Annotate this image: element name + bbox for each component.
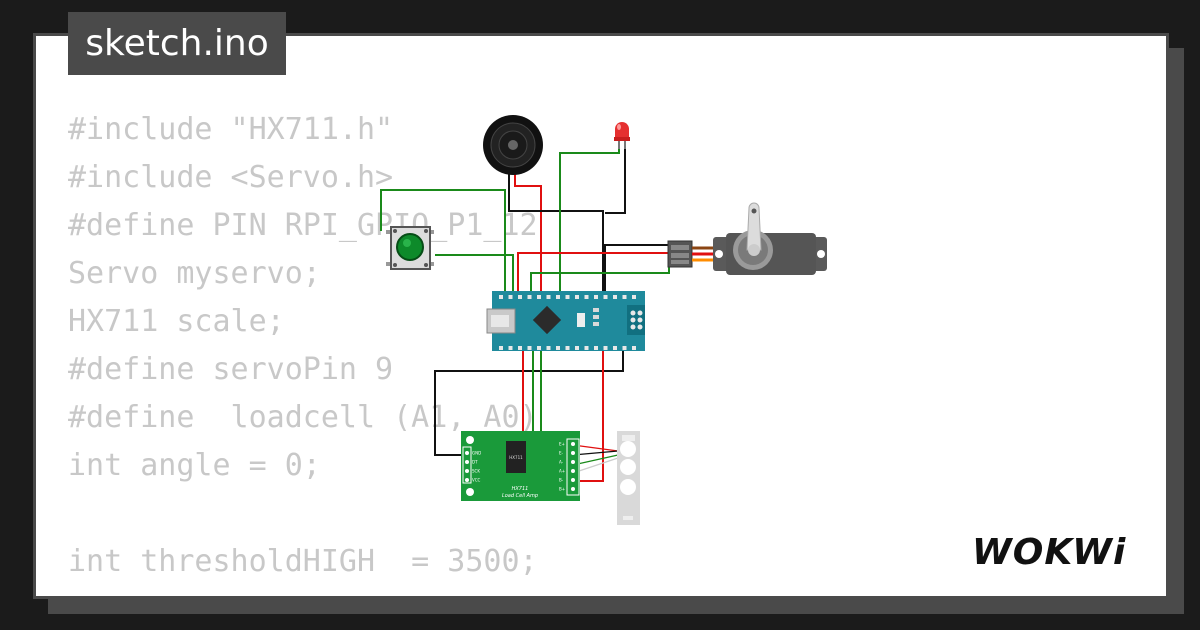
- buzzer-component: [483, 115, 543, 175]
- hx711-pin: [571, 487, 575, 491]
- hx711-pin: [571, 469, 575, 473]
- nano-pin: [584, 295, 589, 299]
- hx711-pin: [571, 451, 575, 455]
- code-line: int thresholdHIGH = 3500;: [68, 544, 538, 579]
- hx711-subtitle: Load Cell Amp: [502, 493, 538, 499]
- nano-pin: [603, 295, 608, 299]
- nano-pin: [508, 295, 513, 299]
- nano-pin: [499, 346, 503, 350]
- hx711-pin: [571, 460, 575, 464]
- nano-pin: [603, 346, 608, 350]
- wire-led-black: [605, 148, 626, 214]
- hx711-pin-label: A+: [559, 469, 565, 474]
- nano-pin: [518, 346, 522, 350]
- nano-pin: [508, 346, 513, 350]
- led-component: [614, 122, 630, 149]
- code-line: #define servoPin 9: [68, 352, 394, 387]
- nano-pin: [575, 346, 579, 350]
- wire-servo-black: [604, 244, 669, 295]
- nano-pin: [613, 346, 617, 350]
- hx711-pin-label: B-: [559, 478, 564, 483]
- hx711-chip-label: HX711: [509, 455, 523, 460]
- code-line: #include <Servo.h>: [68, 160, 394, 195]
- hx711-pin: [465, 451, 469, 455]
- nano-pin: [594, 346, 598, 350]
- nano-pin: [537, 346, 541, 350]
- nano-pin: [518, 295, 522, 299]
- hx711-pin: [571, 442, 575, 446]
- nano-pin: [632, 295, 636, 299]
- nano-pin: [556, 346, 560, 350]
- wire-hx-black: [434, 348, 624, 456]
- arduino-nano-component: [486, 291, 645, 351]
- nano-pin: [632, 346, 636, 350]
- preview-card: #include "HX711.h" #include <Servo.h> #def…: [33, 33, 1169, 599]
- wire-buzzer-red: [514, 171, 542, 295]
- nano-pin: [537, 295, 541, 299]
- pushbutton-component: [386, 226, 434, 270]
- nano-pin: [565, 346, 570, 350]
- wire-lc-white: [572, 457, 619, 474]
- wire-button-green-2: [435, 254, 514, 303]
- code-line: #define loadcell (A1, A0): [68, 400, 538, 435]
- nano-pin: [527, 295, 532, 299]
- svg-text:WOKWi: WOKWi: [972, 532, 1126, 573]
- code-line: int angle = 0;: [68, 448, 321, 483]
- code-line: int thresholdLOW = 4000;: [68, 586, 538, 596]
- servo-component: [667, 202, 827, 275]
- hx711-pin-label: E+: [559, 442, 565, 447]
- hx711-pin-label: DT: [472, 460, 478, 465]
- nano-pin: [584, 346, 589, 350]
- hx711-title: HX711: [512, 486, 529, 492]
- hx711-pin-label: B+: [559, 487, 565, 492]
- nano-pin: [622, 346, 627, 350]
- hx711-pin-label: SCK: [472, 469, 480, 474]
- wire-lc-green: [572, 454, 619, 466]
- wire-lc-red: [572, 444, 619, 452]
- wire-led-green: [559, 148, 620, 295]
- wire-buzzer-black: [508, 171, 604, 295]
- nano-pin: [499, 295, 503, 299]
- hx711-pin-label: E-: [559, 451, 564, 456]
- hx711-pin: [465, 478, 469, 482]
- nano-pin: [546, 295, 551, 299]
- circuit-diagram: HX711 HX711 Load Cell Amp GND DT SCK VCC E+…: [380, 115, 827, 525]
- wokwi-logo: WOKWi: [972, 532, 1126, 573]
- sketch-title: sketch.ino: [68, 12, 286, 75]
- hx711-pin: [465, 460, 469, 464]
- nano-pin: [527, 346, 532, 350]
- nano-pin: [594, 295, 598, 299]
- hx711-pin-label: GND: [472, 451, 481, 456]
- load-cell-component: [617, 431, 640, 525]
- nano-pin: [575, 295, 579, 299]
- nano-pin: [622, 295, 627, 299]
- hx711-pin: [465, 469, 469, 473]
- hx711-pin-label: VCC: [472, 478, 481, 483]
- code-line: HX711 scale;: [68, 304, 285, 339]
- nano-pin: [546, 346, 551, 350]
- nano-pin: [556, 295, 560, 299]
- nano-pin: [613, 295, 617, 299]
- code-line: #include "HX711.h": [68, 112, 394, 147]
- hx711-pin-label: A-: [559, 460, 564, 465]
- wire-servo-green: [530, 261, 670, 295]
- nano-pin: [565, 295, 570, 299]
- hx711-component: HX711 HX711 Load Cell Amp GND DT SCK VCC E+…: [461, 431, 580, 501]
- wire-lc-black: [572, 450, 619, 456]
- code-line: Servo myservo;: [68, 256, 321, 291]
- hx711-pin: [571, 478, 575, 482]
- wire-button-green-1: [380, 189, 506, 295]
